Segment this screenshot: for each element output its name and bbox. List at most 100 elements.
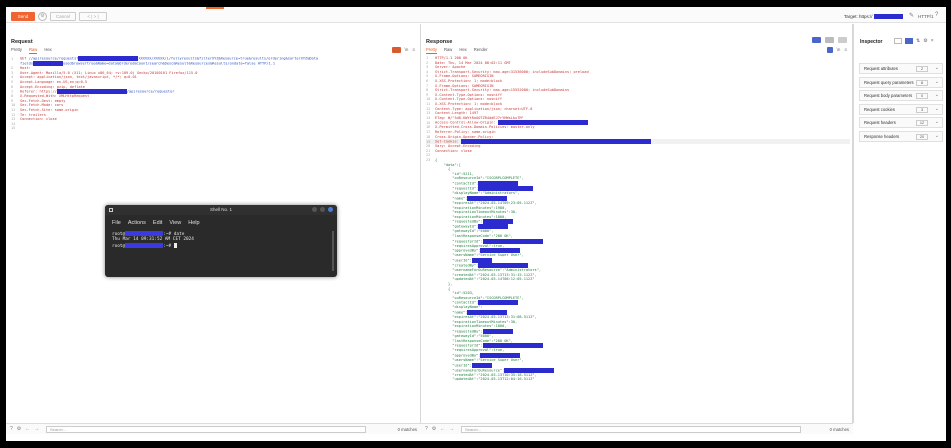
terminal-menu-edit[interactable]: Edit (152, 220, 163, 226)
cancel-button[interactable]: Cancel (50, 12, 76, 21)
close-icon[interactable] (328, 207, 333, 212)
sort-icon[interactable]: ⇅ (916, 38, 921, 44)
request-search-input[interactable]: Search... (46, 426, 366, 433)
terminal-titlebar[interactable]: Shell No. 1 (105, 205, 337, 215)
inspector-layout-active-icon[interactable] (905, 38, 913, 44)
response-line: "expirationMinutes":1800, (426, 215, 850, 220)
tab-raw[interactable]: Raw (443, 47, 453, 52)
pencil-icon[interactable]: ✎ (909, 13, 915, 19)
tab-raw[interactable]: Raw (28, 47, 38, 54)
request-subtabs: Pretty Raw Hex (11, 47, 52, 54)
inspector-layout-icon[interactable] (894, 38, 902, 44)
close-icon[interactable]: × (930, 38, 934, 44)
gear-icon[interactable]: ⚙ (923, 38, 928, 44)
help-icon[interactable]: ? (935, 12, 939, 18)
redacted-value (478, 263, 529, 269)
terminal-menu-file[interactable]: File (112, 220, 121, 226)
tab-pretty[interactable]: Pretty (11, 47, 22, 52)
terminal-window[interactable]: Shell No. 1 File Actions Edit View Help root… (105, 205, 337, 277)
back-arrow-icon[interactable]: ← (440, 426, 446, 432)
layout-split-icon[interactable] (812, 37, 821, 43)
response-line: "usersName":"Service Super User", (426, 358, 850, 363)
toolbar: Send ⚙ Cancel < | > | Target: https:// ✎… (6, 7, 946, 23)
redacted-value (471, 258, 492, 264)
layout-horizontal-icon[interactable] (825, 37, 834, 43)
line-text: /apiresource/requestor (126, 89, 175, 94)
newline-icon[interactable]: \n (404, 47, 409, 52)
help-icon[interactable]: ? (425, 426, 428, 432)
gear-icon[interactable]: ⚙ (431, 426, 437, 432)
forward-arrow-icon[interactable]: → (449, 426, 455, 432)
http-version-label[interactable]: HTTP/1 (918, 14, 934, 19)
terminal-menu-view[interactable]: View (169, 220, 182, 226)
response-line: "name": (426, 195, 850, 201)
pretty-toggle-icon[interactable] (826, 47, 833, 53)
settings-icon[interactable]: ⚙ (38, 12, 47, 21)
line-number: 10 (426, 97, 431, 102)
line-text: Content-Length: 1497 (435, 111, 479, 116)
request-view-controls: \n ≡ (391, 47, 415, 53)
layout-vertical-icon[interactable] (838, 37, 847, 43)
inspector-row-label: Request attributes (864, 66, 898, 71)
pretty-toggle-icon[interactable] (391, 47, 401, 53)
line-number: 2 (426, 60, 429, 65)
chevron-down-icon[interactable]: ⌄ (934, 92, 939, 98)
chevron-down-icon[interactable]: ⌄ (934, 132, 939, 139)
line-text: /apiresource/requests? (30, 56, 79, 61)
chevron-down-icon[interactable]: ⌄ (934, 105, 939, 112)
tab-pretty[interactable]: Pretty (426, 47, 437, 54)
menu-icon[interactable]: ≡ (412, 47, 415, 52)
prompt-user: root@ (112, 232, 126, 237)
send-button[interactable]: Send (11, 12, 35, 21)
terminal-output[interactable]: root@:~# date Thu Mar 14 09:31:52 AM CET… (112, 231, 194, 249)
menu-icon[interactable]: ≡ (844, 47, 847, 52)
history-nav-buttons[interactable]: < | > | (79, 12, 107, 21)
response-line: "usernameForOuResource": (426, 367, 850, 373)
chevron-down-icon[interactable]: ⌄ (934, 78, 939, 85)
response-line: "userId": (426, 362, 850, 368)
terminal-menu-help[interactable]: Help (188, 220, 200, 226)
newline-icon[interactable]: \n (836, 47, 841, 52)
request-line: 14 (11, 122, 418, 127)
terminal-scrollbar[interactable] (332, 231, 334, 271)
help-icon[interactable]: ? (10, 426, 13, 432)
gear-icon[interactable]: ⚙ (16, 426, 22, 432)
line-text: "approvedBy": (435, 353, 481, 358)
line-number: 20 (426, 144, 431, 149)
tab-render[interactable]: Render (473, 47, 488, 52)
response-search-input[interactable]: Search... (461, 426, 801, 433)
terminal-menu-actions[interactable]: Actions (127, 220, 146, 226)
request-search-bar: ? ⚙ ← → Search... 0 matches (6, 423, 421, 434)
terminal-cursor (173, 242, 177, 248)
tab-hex[interactable]: Hex (44, 47, 52, 52)
line-text: "requiresApproval":true, (435, 348, 505, 353)
back-arrow-icon[interactable]: ← (25, 426, 31, 432)
line-text: "displayName":"Administrators", (435, 191, 520, 196)
forward-arrow-icon[interactable]: → (34, 426, 40, 432)
target-host-redacted[interactable] (874, 14, 903, 19)
response-line: "approvedBy": (426, 352, 850, 358)
minimize-icon[interactable] (312, 207, 317, 212)
maximize-icon[interactable] (320, 207, 325, 212)
chevron-down-icon[interactable]: ⌄ (934, 119, 939, 125)
tab-hex[interactable]: Hex (459, 47, 467, 52)
chevron-down-icon[interactable]: ⌄ (934, 65, 939, 71)
response-line: "expirationMinutes":1980, (426, 206, 850, 211)
